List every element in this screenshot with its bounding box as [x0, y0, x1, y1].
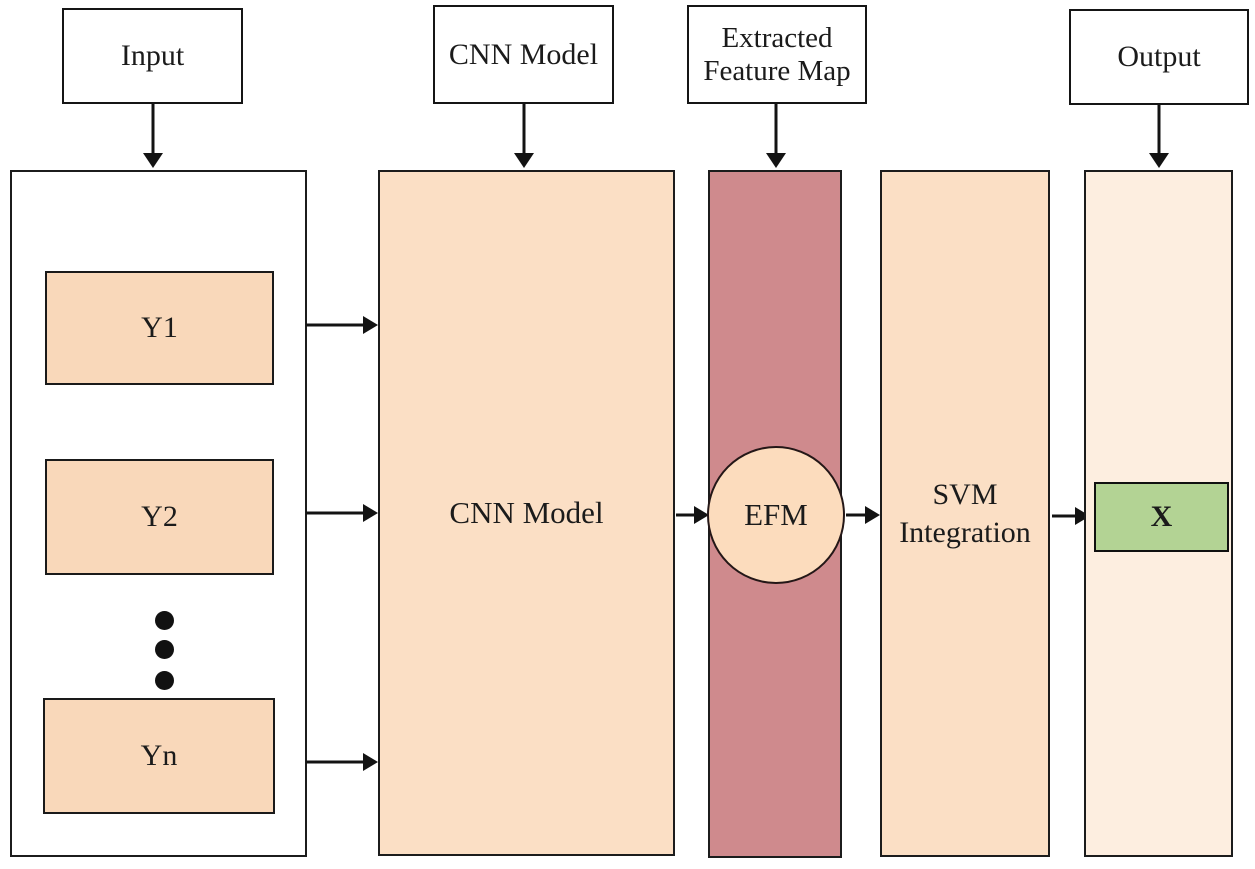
input-container-box: Y1 Y2 Yn	[10, 170, 307, 857]
arrow-y2-to-cnn-icon	[306, 503, 378, 523]
arrow-efm-to-svm-icon	[846, 505, 880, 525]
arrow-head-icon	[694, 506, 709, 524]
arrow-shaft	[151, 104, 155, 154]
arrow-down-cnn-icon	[513, 104, 535, 168]
arrow-shaft	[306, 323, 365, 327]
input-item-yn: Yn	[43, 698, 275, 814]
cnn-model-label-text: CNN Model	[448, 37, 599, 71]
input-item-y1: Y1	[45, 271, 274, 385]
efm-circle: EFM	[707, 446, 845, 584]
arrow-down-output-icon	[1148, 105, 1170, 168]
input-item-y2: Y2	[45, 459, 274, 575]
arrow-shaft	[774, 104, 778, 154]
cnn-model-label-box: CNN Model	[433, 5, 614, 104]
cnn-model-box-label: CNN Model	[449, 495, 604, 530]
arrow-shaft	[676, 513, 696, 517]
svm-label-line2: Integration	[899, 515, 1031, 549]
arrow-shaft	[306, 511, 365, 515]
arrow-head-icon	[363, 316, 378, 334]
arrow-shaft	[1157, 105, 1161, 154]
input-label-text: Input	[120, 39, 185, 73]
arrow-y1-to-cnn-icon	[306, 315, 378, 335]
output-result-box: X	[1094, 482, 1229, 552]
yn-label: Yn	[140, 739, 178, 772]
efm-circle-label: EFM	[744, 497, 808, 532]
ellipsis-dot-icon	[155, 640, 174, 659]
output-result-label: X	[1150, 500, 1173, 533]
arrow-head-icon	[514, 153, 534, 168]
arrow-head-icon	[143, 153, 163, 168]
efm-label-line1: Extracted	[721, 22, 833, 55]
arrow-down-input-icon	[142, 104, 164, 168]
arrow-head-icon	[1149, 153, 1169, 168]
arrow-shaft	[846, 513, 867, 517]
arrow-yn-to-cnn-icon	[306, 752, 378, 772]
arrow-head-icon	[766, 153, 786, 168]
arrow-down-efm-icon	[765, 104, 787, 168]
output-label-box: Output	[1069, 9, 1249, 105]
arrow-head-icon	[363, 504, 378, 522]
arrow-shaft	[522, 104, 526, 154]
efm-label-line2: Feature Map	[703, 54, 851, 87]
output-column-box: X	[1084, 170, 1233, 857]
extracted-feature-map-label-box: Extracted Feature Map	[687, 5, 867, 104]
arrow-head-icon	[865, 506, 880, 524]
arrow-head-icon	[363, 753, 378, 771]
ellipsis-dot-icon	[155, 611, 174, 630]
y1-label: Y1	[141, 311, 178, 344]
cnn-model-box: CNN Model	[378, 170, 675, 856]
y2-label: Y2	[141, 500, 178, 533]
arrow-shaft	[1052, 514, 1077, 518]
input-label-box: Input	[62, 8, 243, 104]
arrow-shaft	[306, 760, 365, 764]
ellipsis-dot-icon	[155, 671, 174, 690]
arrow-cnn-to-efm-icon	[676, 505, 709, 525]
svm-label-line1: SVM	[932, 478, 998, 511]
svm-integration-box: SVM Integration	[880, 170, 1050, 857]
output-label-text: Output	[1117, 40, 1201, 74]
